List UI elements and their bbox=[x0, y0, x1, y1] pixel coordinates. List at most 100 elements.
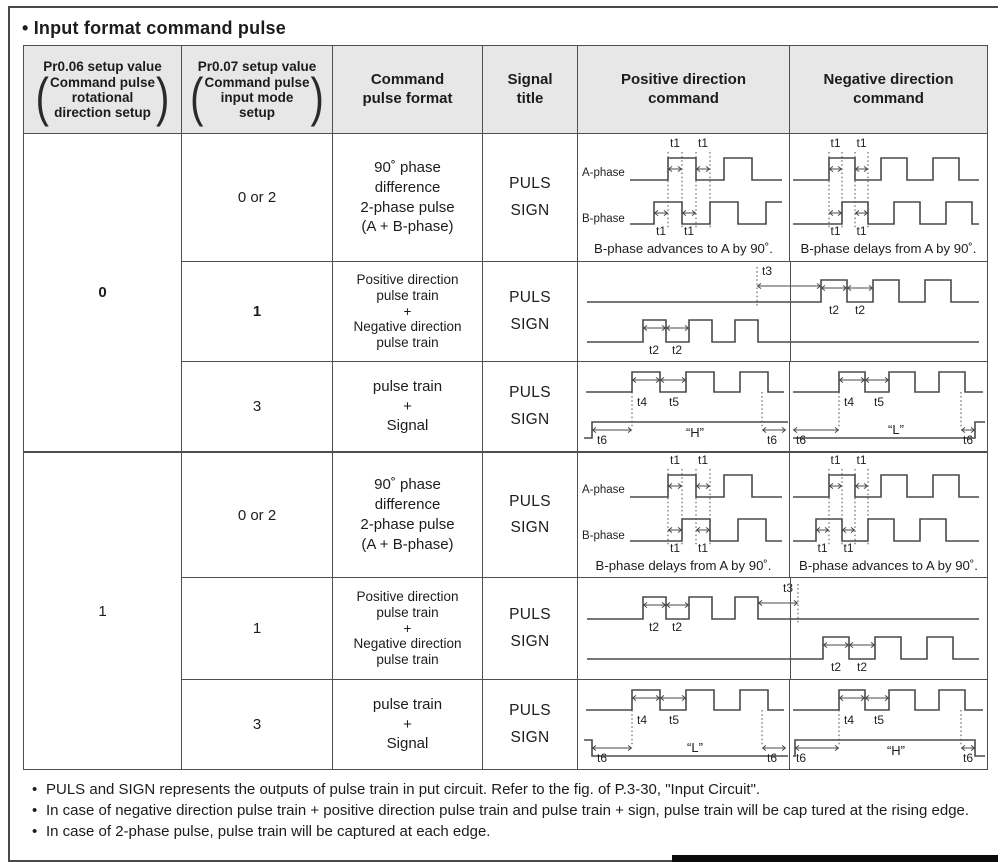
cell-signal-title: PULS SIGN bbox=[482, 133, 578, 262]
group-pr006-0: 0 0 or 2 90˚ phase difference 2-phase pu… bbox=[23, 133, 988, 453]
cell-signal-title: PULS SIGN bbox=[482, 361, 578, 453]
svg-text:t6: t6 bbox=[766, 751, 776, 764]
svg-text:t2: t2 bbox=[671, 343, 681, 356]
pulse-signal-waveform: t4 t5 “L” t6 t6 bbox=[791, 362, 987, 451]
waveform-cell-negative: t4 t5 “H” t6 t6 bbox=[789, 679, 988, 770]
svg-text:t6: t6 bbox=[795, 751, 805, 764]
header-pr006: Pr0.06 setup value ( Command pulse rotat… bbox=[23, 45, 182, 134]
svg-text:t4: t4 bbox=[843, 713, 853, 727]
header-pr007-title: Pr0.07 setup value bbox=[197, 59, 317, 74]
svg-text:“L”: “L” bbox=[888, 422, 904, 437]
svg-text:t1: t1 bbox=[683, 224, 693, 236]
svg-text:t2: t2 bbox=[854, 303, 864, 317]
svg-text:t1: t1 bbox=[669, 453, 679, 467]
svg-text:B-phase: B-phase bbox=[582, 530, 625, 542]
svg-text:t1: t1 bbox=[830, 224, 840, 236]
footnote-text: In case of 2-phase pulse, pulse train wi… bbox=[46, 823, 491, 840]
svg-text:t6: t6 bbox=[795, 433, 805, 446]
command-pulse-table: Pr0.06 setup value ( Command pulse rotat… bbox=[23, 45, 988, 770]
waveform-cell-positive: t4 t5 “H” t6 t6 bbox=[577, 361, 790, 453]
svg-text:t3: t3 bbox=[782, 581, 792, 595]
waveform-caption: B-phase delays from A by 90˚. bbox=[595, 558, 772, 573]
svg-text:“H”: “H” bbox=[685, 425, 703, 440]
cell-pr007-value: 3 bbox=[181, 361, 333, 453]
cell-format-sig: pulse train + Signal bbox=[332, 361, 483, 453]
cell-pr007-value: 1 bbox=[181, 261, 333, 362]
svg-text:t4: t4 bbox=[636, 395, 646, 409]
svg-text:t1: t1 bbox=[697, 541, 707, 553]
footnote-bullet: • bbox=[32, 823, 38, 840]
svg-text:t5: t5 bbox=[873, 395, 883, 409]
svg-text:t1: t1 bbox=[856, 224, 866, 236]
header-command-pulse-format: Command pulse format bbox=[332, 45, 483, 134]
page-frame: • Input format command pulse Pr0.06 setu… bbox=[8, 6, 998, 862]
footnote-bullet: • bbox=[32, 802, 38, 819]
svg-text:t1: t1 bbox=[830, 453, 840, 467]
cell-pr007-value: 0 or 2 bbox=[181, 133, 333, 262]
footnote-line: • In case of 2-phase pulse, pulse train … bbox=[32, 821, 984, 842]
svg-text:t1: t1 bbox=[669, 541, 679, 553]
header-pr007: Pr0.07 setup value ( Command pulse input… bbox=[181, 45, 333, 134]
cell-format-sig: pulse train + Signal bbox=[332, 679, 483, 770]
svg-text:t6: t6 bbox=[596, 433, 606, 446]
footnote-text: In case of negative direction pulse trai… bbox=[46, 802, 970, 819]
cell-pr006-value: 1 bbox=[23, 451, 182, 770]
svg-text:t6: t6 bbox=[596, 751, 606, 764]
svg-text:t1: t1 bbox=[830, 136, 840, 150]
paren-close: ) bbox=[310, 67, 324, 128]
svg-text:“H”: “H” bbox=[886, 743, 904, 758]
svg-text:t5: t5 bbox=[668, 395, 678, 409]
page-edge-mark bbox=[671, 855, 998, 862]
header-signal-title: Signal title bbox=[482, 45, 578, 134]
svg-text:t1: t1 bbox=[817, 541, 827, 553]
page-title: • Input format command pulse bbox=[10, 8, 998, 45]
svg-text:t5: t5 bbox=[668, 713, 678, 727]
svg-text:t4: t4 bbox=[636, 713, 646, 727]
svg-text:t2: t2 bbox=[648, 620, 658, 634]
svg-text:t1: t1 bbox=[697, 453, 707, 467]
cell-format-quad: 90˚ phase difference 2-phase pulse (A + … bbox=[332, 451, 483, 578]
title-text: Input format command pulse bbox=[33, 18, 286, 38]
paren-open: ( bbox=[190, 67, 204, 128]
cell-signal-title: PULS SIGN bbox=[482, 261, 578, 362]
svg-text:t1: t1 bbox=[669, 136, 679, 150]
pulse-signal-waveform: t4 t5 “H” t6 t6 bbox=[580, 362, 788, 451]
waveform-cell-negative: t4 t5 “L” t6 t6 bbox=[789, 361, 988, 453]
svg-text:A-phase: A-phase bbox=[582, 484, 625, 496]
cell-format-quad: 90˚ phase difference 2-phase pulse (A + … bbox=[332, 133, 483, 262]
svg-text:t6: t6 bbox=[766, 433, 776, 446]
quadrature-waveform: t1 t1 t1 t1 bbox=[785, 453, 993, 558]
svg-text:t1: t1 bbox=[843, 541, 853, 553]
cell-signal-title: PULS SIGN bbox=[482, 577, 578, 680]
cell-pr007-value: 0 or 2 bbox=[181, 451, 333, 578]
column-divider bbox=[790, 578, 791, 679]
svg-text:t5: t5 bbox=[873, 713, 883, 727]
svg-text:t1: t1 bbox=[697, 136, 707, 150]
svg-text:t6: t6 bbox=[962, 433, 972, 446]
svg-text:t6: t6 bbox=[962, 751, 972, 764]
pulse-signal-waveform: t4 t5 “H” t6 t6 bbox=[791, 680, 987, 769]
footnotes: • PULS and SIGN represents the outputs o… bbox=[32, 779, 984, 842]
header-negative-direction: Negative direction command bbox=[789, 45, 988, 134]
footnote-bullet: • bbox=[32, 781, 38, 798]
header-pr006-title: Pr0.06 setup value bbox=[43, 59, 162, 74]
cell-signal-title: PULS SIGN bbox=[482, 679, 578, 770]
svg-text:A-phase: A-phase bbox=[582, 167, 625, 179]
svg-text:t1: t1 bbox=[856, 453, 866, 467]
waveform-caption: B-phase delays from A by 90˚. bbox=[800, 240, 977, 256]
svg-text:B-phase: B-phase bbox=[582, 213, 625, 225]
cell-format-dir: Positive direction pulse train + Negativ… bbox=[332, 261, 483, 362]
svg-text:t4: t4 bbox=[843, 395, 853, 409]
cell-pr007-value: 1 bbox=[181, 577, 333, 680]
